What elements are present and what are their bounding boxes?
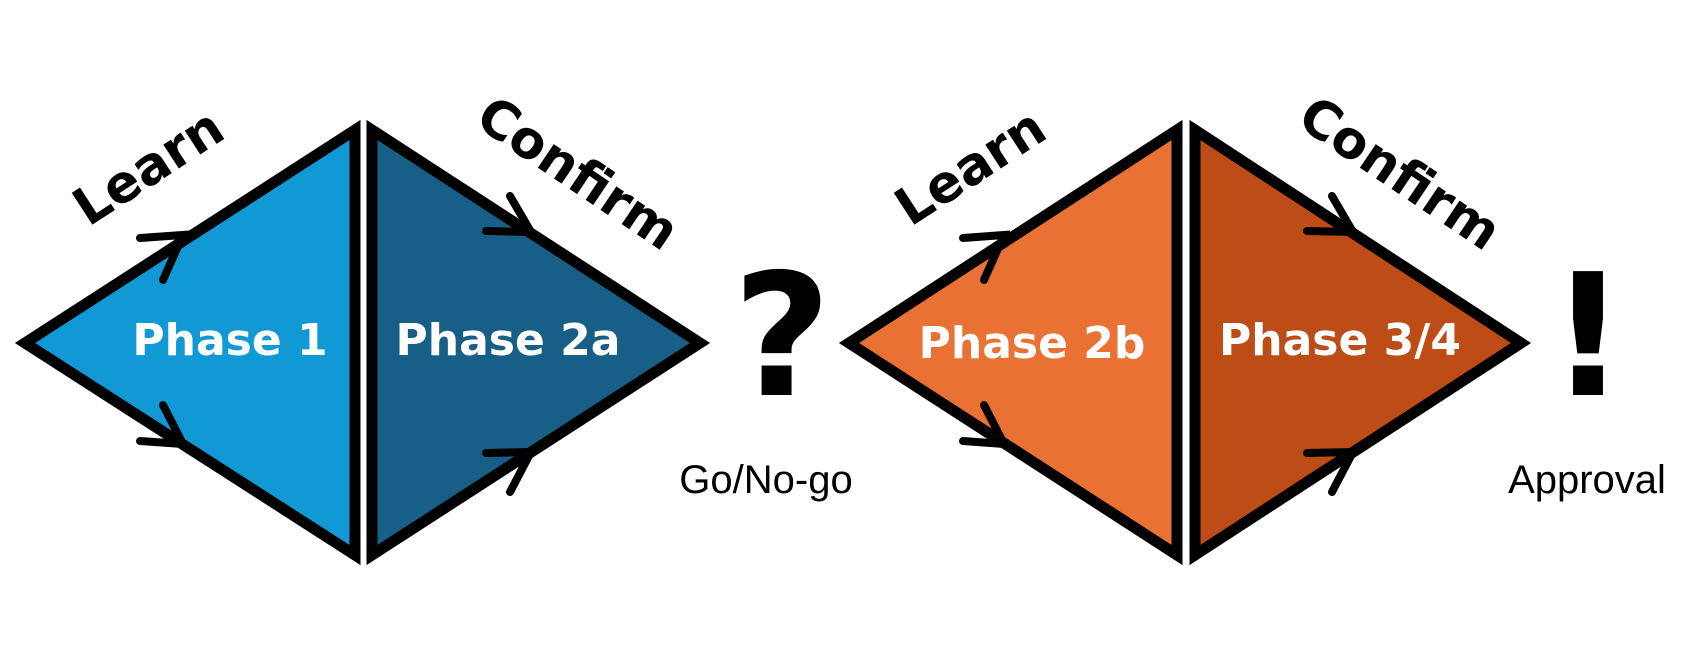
arrow-head-icon xyxy=(482,192,539,237)
phase-34-label: Phase 3/4 xyxy=(1219,315,1461,366)
phase-2b-triangle xyxy=(838,119,1183,566)
arrow-head-icon xyxy=(136,401,190,449)
phase-1-triangle xyxy=(14,119,361,566)
phase-1-label: Phase 1 xyxy=(132,315,327,366)
arrow-head-icon xyxy=(1303,192,1361,237)
arrow-head-icon xyxy=(482,447,538,496)
exclamation-mark-icon: ! xyxy=(1549,238,1627,436)
go-no-go-caption: Go/No-go xyxy=(679,458,852,502)
phase-2b-label: Phase 2b xyxy=(919,318,1146,369)
arrow-head-icon xyxy=(959,230,1011,284)
arrow-head-icon xyxy=(136,230,190,284)
approval-caption: Approval xyxy=(1508,458,1666,502)
learn-label: Learn xyxy=(885,97,1057,238)
learn-label: Learn xyxy=(63,97,235,238)
arrow-head-icon xyxy=(1303,447,1360,496)
phase-2a-label: Phase 2a xyxy=(396,315,621,366)
question-mark-icon: ? xyxy=(733,238,832,436)
arrow-head-icon xyxy=(959,401,1011,449)
